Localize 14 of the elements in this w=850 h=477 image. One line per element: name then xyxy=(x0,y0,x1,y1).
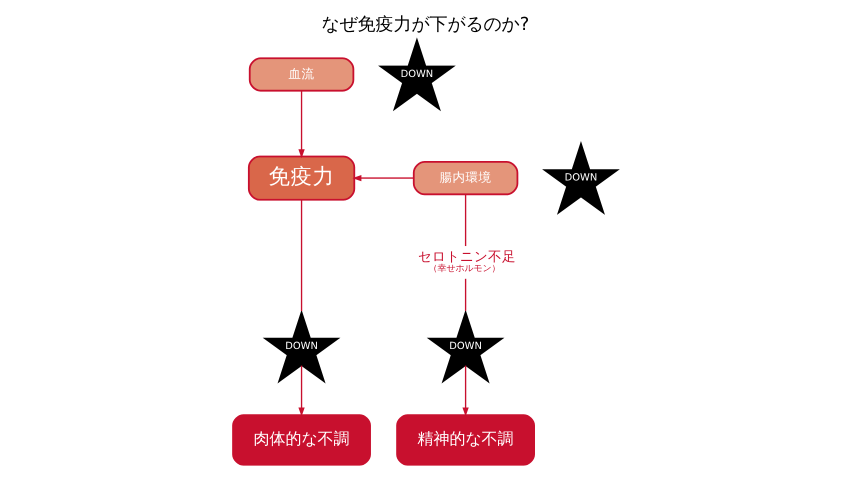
node-box: 免疫力 xyxy=(247,156,355,201)
node-text: セロトニン不足 （幸せホルモン） xyxy=(417,249,516,274)
connector xyxy=(464,278,466,311)
diagram-title: なぜ免疫力が下がるのか? xyxy=(321,14,529,35)
node-box: 腸内環境 xyxy=(412,160,518,196)
arrow xyxy=(298,90,304,158)
arrow xyxy=(462,366,468,416)
connector xyxy=(300,200,302,312)
arrow xyxy=(352,174,413,182)
arrow xyxy=(298,366,304,416)
node-box: 肉体的な不調 xyxy=(232,414,370,466)
node-box: 精神的な不調 xyxy=(396,414,534,466)
connector xyxy=(464,194,466,246)
node-box: 血流 xyxy=(248,57,354,92)
